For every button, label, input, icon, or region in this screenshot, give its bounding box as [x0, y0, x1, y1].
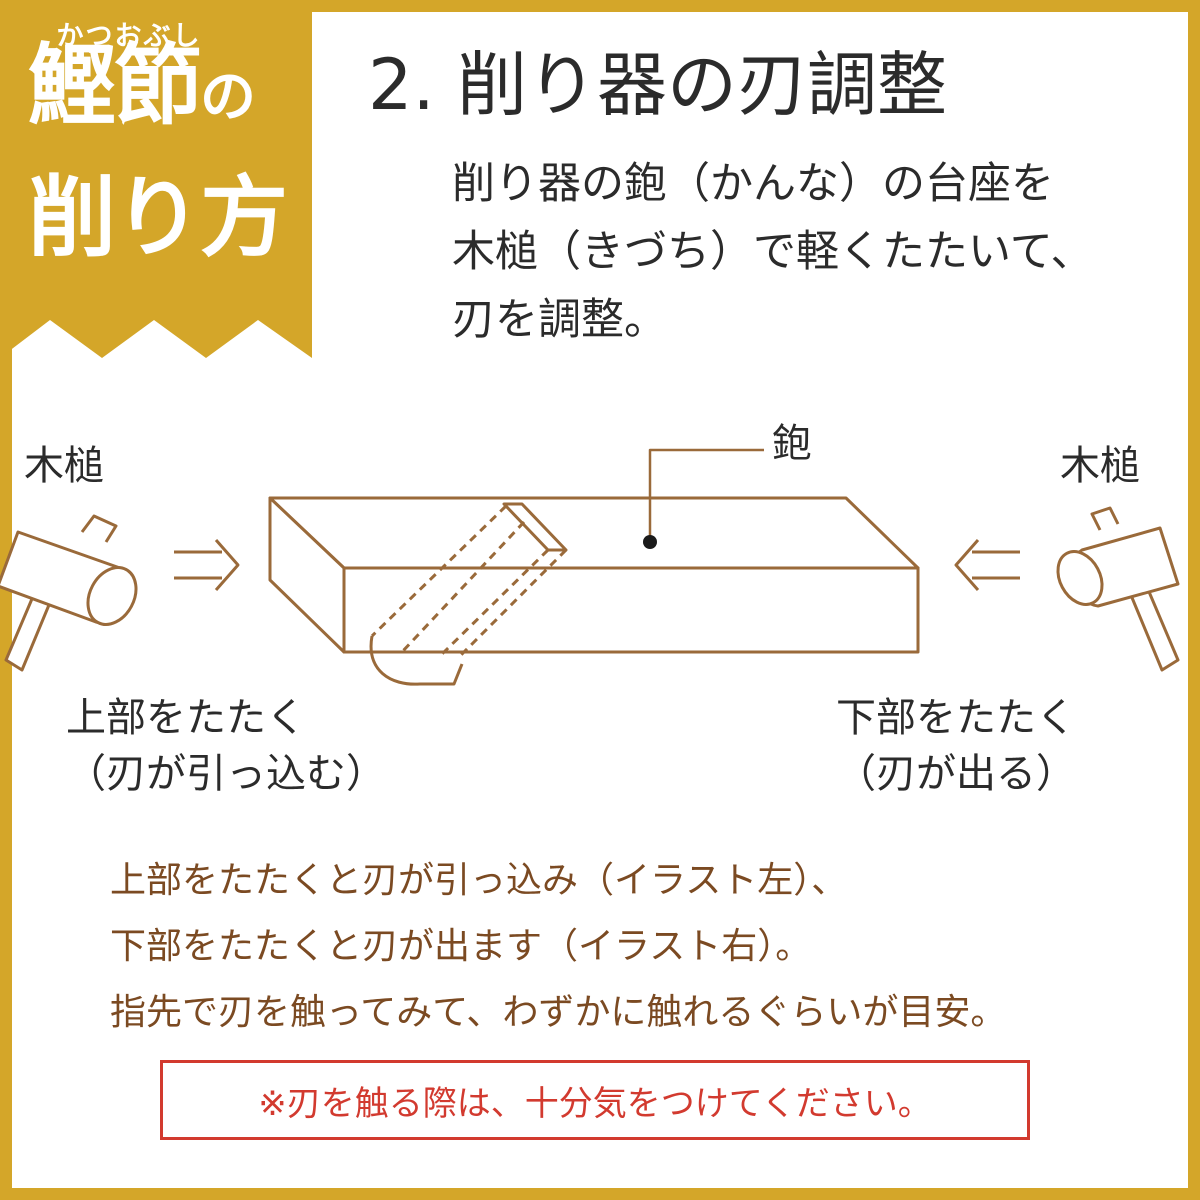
description-line: 木槌（きづち）で軽くたたいて、	[452, 227, 1094, 277]
right-caption: 下部をたたく （刃が出る）	[836, 690, 1076, 802]
plane-leader-line	[648, 448, 764, 540]
mallet-left-icon	[0, 514, 138, 672]
arrow-right-icon	[174, 539, 240, 591]
plane-adjustment-illustration	[0, 448, 1180, 686]
right-caption-line: 下部をたたく	[836, 695, 1076, 741]
description-line: 刃を調整。	[452, 295, 667, 345]
badge-line-2: 削り方	[28, 166, 288, 269]
notes: 上部をたたくと刃が引っ込み（イラスト左）、 下部をたたくと刃が出ます（イラスト右…	[110, 848, 1006, 1046]
note-line: 指先で刃を触ってみて、わずかに触れるぐらいが目安。	[110, 992, 1007, 1033]
badge-line-1-main: 鰹節	[28, 34, 202, 137]
plane-block	[268, 496, 920, 654]
blade-edge	[369, 635, 464, 686]
title-badge: かつおぶし 鰹節の 削り方	[0, 0, 312, 362]
mallet-right-label: 木槌	[1060, 443, 1140, 489]
right-caption-line: （刃が出る）	[836, 751, 1076, 797]
left-caption: 上部をたたく （刃が引っ込む）	[66, 690, 386, 802]
warning-box: ※刃を触る際は、十分気をつけてください。	[160, 1060, 1030, 1140]
badge-shape	[0, 0, 312, 358]
mallet-right-icon	[1056, 506, 1180, 672]
left-caption-line: 上部をたたく	[66, 695, 306, 741]
plane-marker-dot	[643, 535, 657, 549]
description: 削り器の鉋（かんな）の台座を 木槌（きづち）で軽くたたいて、 刃を調整。	[452, 150, 1094, 354]
note-line: 上部をたたくと刃が引っ込み（イラスト左）、	[110, 860, 848, 901]
blade-hidden-outline	[370, 504, 568, 658]
left-caption-line: （刃が引っ込む）	[66, 751, 386, 797]
arrow-left-icon	[954, 539, 1020, 591]
badge-line-1: 鰹節の	[28, 42, 256, 130]
badge-line-1-particle: の	[200, 65, 256, 130]
description-line: 削り器の鉋（かんな）の台座を	[452, 159, 1054, 209]
badge-subtitle: かつおぶし	[56, 21, 202, 52]
plane-label: 鉋	[772, 421, 812, 467]
note-line: 下部をたたくと刃が出ます（イラスト右）。	[110, 926, 812, 967]
mallet-left-label: 木槌	[24, 443, 104, 489]
page-title: 2. 削り器の刃調整	[368, 44, 948, 126]
